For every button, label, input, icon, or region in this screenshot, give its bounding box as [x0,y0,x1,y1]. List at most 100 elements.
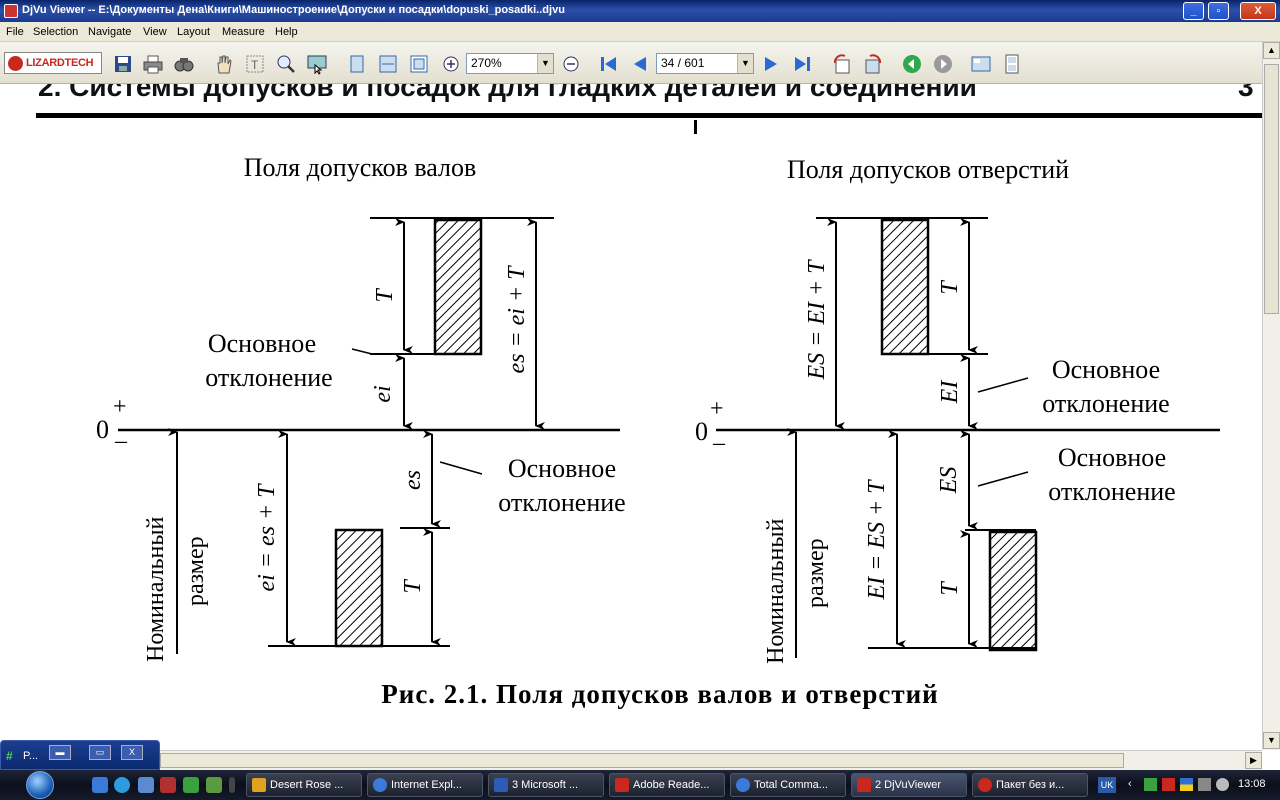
internet-explorer-icon[interactable] [114,777,130,793]
app-quicklaunch-icon[interactable] [160,777,176,793]
rotate-right-icon[interactable] [862,53,884,75]
zoom-tool-icon[interactable] [275,53,297,75]
nominal-label-right-1: Номинальный [763,518,789,664]
toolbar: LIZARDTECH T 270% ▼ 34 / 601 ▼ [0,42,1280,84]
tool-quicklaunch-icon[interactable] [183,777,199,793]
rotate-left-icon[interactable] [831,53,853,75]
basic-dev-upper-1: Основное [208,329,316,358]
quicklaunch-more-icon[interactable] [229,777,235,793]
lizardtech-logo[interactable]: LIZARDTECH [4,52,102,74]
fit-width-icon[interactable] [377,53,399,75]
menu-navigate[interactable]: Navigate [88,26,132,38]
horizontal-scroll-thumb[interactable] [160,753,1124,768]
basic-dev-right-lower-1: Основное [1058,443,1166,472]
scroll-up-icon[interactable]: ▲ [1263,42,1280,59]
taskbar-item-microsoft[interactable]: 3 Microsoft ... [488,773,604,797]
mini-minimize-button[interactable]: ▬ [49,745,71,760]
title-bar[interactable]: DjVu Viewer -- E:\Документы Дена\Книги\М… [0,0,1280,22]
menu-help[interactable]: Help [275,26,298,38]
maximize-button[interactable]: ▫ [1208,2,1229,20]
start-button[interactable] [18,770,64,800]
basic-dev-upper-2: отклонение [205,363,332,392]
fit-page-icon[interactable] [408,53,430,75]
last-page-icon[interactable] [791,53,813,75]
logo-text: LIZARDTECH [26,57,94,69]
scroll-down-icon[interactable]: ▼ [1263,732,1280,749]
zoom-value: 270% [471,56,502,70]
tray-expand-icon[interactable]: ‹ [1128,778,1132,790]
T-label-upper-right: T [937,280,963,295]
T-label-upper-left: T [372,288,398,303]
page-select[interactable]: 34 / 601 ▼ [656,53,754,74]
forward-icon[interactable] [932,53,954,75]
minimized-window[interactable]: # P... ▬ ▭ X [0,740,160,770]
vertical-scroll-thumb[interactable] [1264,64,1279,314]
folder-icon [252,778,266,792]
taskbar-item-internet-explorer[interactable]: Internet Expl... [367,773,483,797]
thumbnails-icon[interactable] [970,53,992,75]
document-view[interactable]: 2. Системы допусков и посадок для гладки… [0,84,1262,750]
zoom-out-icon[interactable] [560,53,582,75]
sidebar-icon[interactable] [1001,53,1023,75]
media-icon[interactable] [138,777,154,793]
find-icon[interactable] [173,53,195,75]
minimize-button[interactable]: _ [1183,2,1204,20]
menu-layout[interactable]: Layout [177,26,211,38]
task-label: Desert Rose ... [270,779,344,791]
zoom-select[interactable]: 270% ▼ [466,53,554,74]
mini-restore-button[interactable]: ▭ [89,745,111,760]
print-icon[interactable] [142,53,164,75]
ei-label: ei [370,385,396,402]
leader-line-ES [977,471,1029,487]
task-label: Adobe Reade... [633,779,710,791]
basic-dev-lower-1: Основное [508,454,616,483]
next-page-icon[interactable] [760,53,782,75]
EI-eq-label: EI = ES + T [864,479,890,601]
scroll-right-icon[interactable]: ▶ [1245,752,1262,769]
chevron-down-icon[interactable]: ▼ [737,54,753,73]
adobe-icon [615,778,629,792]
previous-page-icon[interactable] [629,53,651,75]
clock[interactable]: 13:08 [1238,778,1266,790]
hand-tool-icon[interactable] [213,53,235,75]
tray-app-icon[interactable] [1162,778,1175,791]
vertical-scrollbar[interactable]: ▲ ▼ [1262,42,1280,750]
menu-selection[interactable]: Selection [33,26,79,38]
taskbar-item-package[interactable]: Пакет без и... [972,773,1088,797]
page-header: 2. Системы допусков и посадок для гладки… [38,84,977,102]
volume-icon[interactable] [1216,778,1229,791]
task-label: 3 Microsoft ... [512,779,579,791]
window-title: DjVu Viewer -- E:\Документы Дена\Книги\М… [22,4,565,16]
language-indicator[interactable]: UK [1098,777,1116,793]
T-label-lower-right: T [937,581,963,596]
shaft-field-lower [334,528,384,648]
taskbar-item-total-commander[interactable]: Total Comma... [730,773,846,797]
menu-view[interactable]: View [143,26,167,38]
zoom-in-icon[interactable] [440,53,462,75]
text-select-icon[interactable]: T [244,53,266,75]
tray-puzzle-icon[interactable] [1144,778,1157,791]
show-desktop-icon[interactable] [92,777,108,793]
puzzle-quicklaunch-icon[interactable] [206,777,222,793]
taskbar-item-adobe-reader[interactable]: Adobe Reade... [609,773,725,797]
tray-flag-icon[interactable] [1180,778,1193,791]
mini-close-button[interactable]: X [121,745,143,760]
taskbar-item-djvuviewer[interactable]: 2 DjVuViewer [851,773,967,797]
first-page-icon[interactable] [598,53,620,75]
save-icon[interactable] [112,53,134,75]
tray-network-icon[interactable] [1198,778,1211,791]
back-icon[interactable] [901,53,923,75]
single-page-icon[interactable] [346,53,368,75]
leader-line-es [439,461,483,475]
taskbar-item-desert-rose[interactable]: Desert Rose ... [246,773,362,797]
hole-title: Поля допусков отверстий [787,155,1069,184]
close-button[interactable]: X [1240,2,1276,20]
chevron-down-icon[interactable]: ▼ [537,54,553,73]
menu-file[interactable]: File [6,26,24,38]
app-icon [4,4,18,18]
page-value: 34 / 601 [661,56,705,70]
shaft-title: Поля допусков валов [244,153,477,182]
horizontal-scrollbar[interactable]: ▶ [160,750,1262,770]
menu-measure[interactable]: Measure [222,26,265,38]
region-select-icon[interactable] [306,53,328,75]
